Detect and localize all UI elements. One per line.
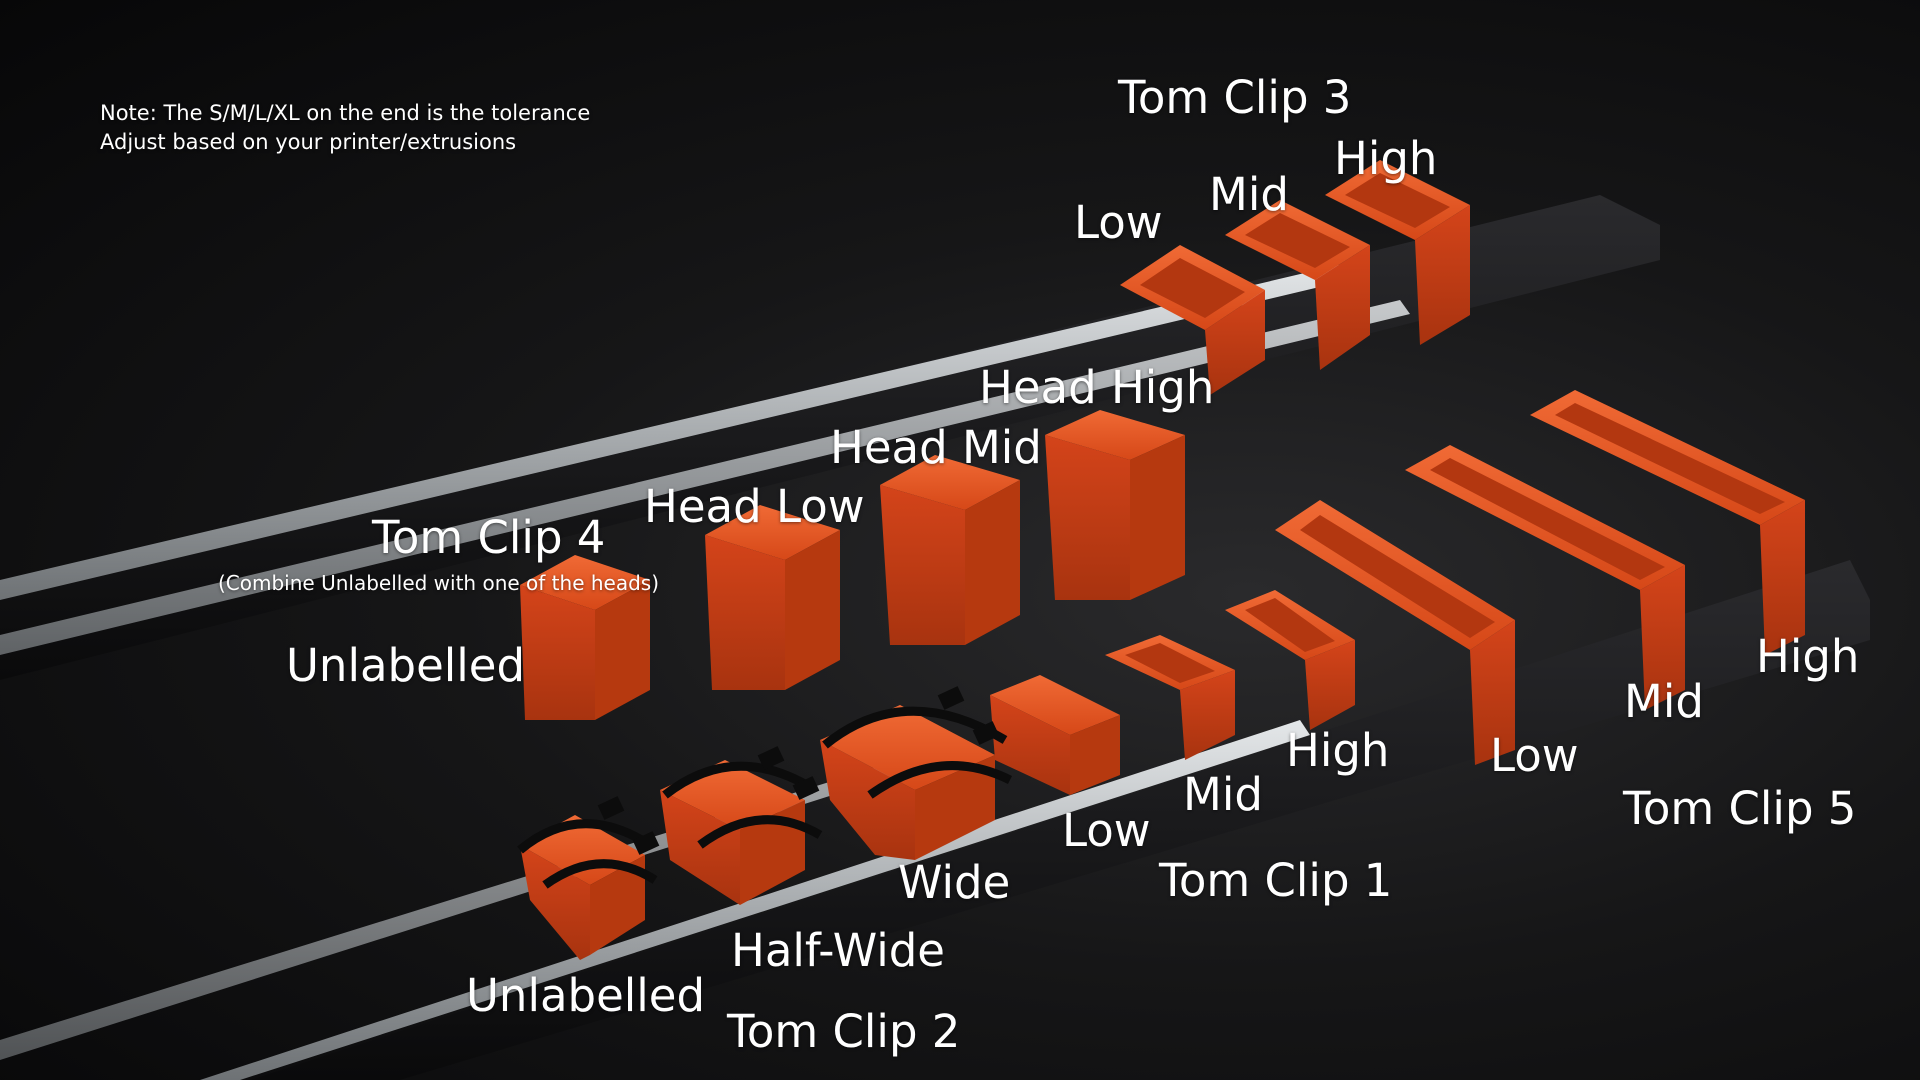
tom-clip-1-low-label: Low [1062, 804, 1151, 857]
tom-clip-1-title: Tom Clip 1 [1159, 854, 1393, 907]
clip2-wide [820, 686, 1013, 860]
clip4-head-high-block [1045, 410, 1185, 600]
lower-rail-front [200, 720, 1310, 1080]
note-line-2: Adjust based on your printer/extrusions [100, 130, 517, 154]
clip4-head-low-block [705, 505, 840, 690]
note-line-1: Note: The S/M/L/XL on the end is the tol… [100, 101, 591, 125]
tom-clip-2-parts [517, 686, 1013, 960]
clip3-low [1120, 245, 1265, 395]
tom-clip-5-parts [1275, 390, 1805, 765]
clip1-mid [1105, 635, 1235, 760]
clip3-high [1325, 160, 1470, 345]
tom-clip-4-parts [520, 410, 1185, 720]
upper-rail-front [0, 260, 1370, 600]
clip1-high [1225, 590, 1355, 730]
head-mid-label: Head Mid [830, 421, 1042, 474]
upper-rail-back [0, 300, 1410, 655]
tom-clip-5-high-label: High [1756, 630, 1860, 683]
tom-clip-1-parts [990, 590, 1355, 795]
tom-clip-5-mid-label: Mid [1624, 675, 1704, 728]
tom-clip-4-subtitle: (Combine Unlabelled with one of the head… [218, 571, 660, 595]
clip4-head-mid-block [880, 455, 1020, 645]
clip4-unlabelled-block [520, 555, 650, 720]
clip3-mid [1225, 200, 1370, 370]
clip5-mid [1405, 445, 1685, 710]
tom-clip-2-wide-label: Wide [898, 856, 1011, 909]
tom-clip-2-half-wide-label: Half-Wide [731, 924, 945, 977]
tom-clip-3-low-label: Low [1074, 196, 1163, 249]
tom-clip-4-unlabelled-label: Unlabelled [286, 639, 526, 692]
tom-clip-3-mid-label: Mid [1209, 168, 1289, 221]
clip2-half-wide [660, 746, 823, 905]
head-high-label: Head High [979, 361, 1215, 414]
tom-clip-3-high-label: High [1334, 132, 1438, 185]
tom-clip-5-title: Tom Clip 5 [1623, 782, 1857, 835]
tom-clip-5-low-label: Low [1490, 729, 1579, 782]
tom-clip-4-title: Tom Clip 4 [372, 511, 606, 564]
clip5-high [1530, 390, 1805, 655]
tom-clip-3-title: Tom Clip 3 [1118, 71, 1352, 124]
clip1-low [990, 675, 1120, 795]
clip5-low [1275, 500, 1515, 765]
tom-clip-2-unlabelled-label: Unlabelled [466, 969, 706, 1022]
tom-clip-3-parts [1120, 160, 1470, 395]
tom-clip-1-mid-label: Mid [1183, 768, 1263, 821]
tom-clip-1-high-label: High [1286, 724, 1390, 777]
tom-clip-2-title: Tom Clip 2 [727, 1005, 961, 1058]
clip2-unlabelled [517, 796, 660, 960]
head-low-label: Head Low [644, 480, 865, 533]
lower-extrusion [250, 560, 1870, 1080]
